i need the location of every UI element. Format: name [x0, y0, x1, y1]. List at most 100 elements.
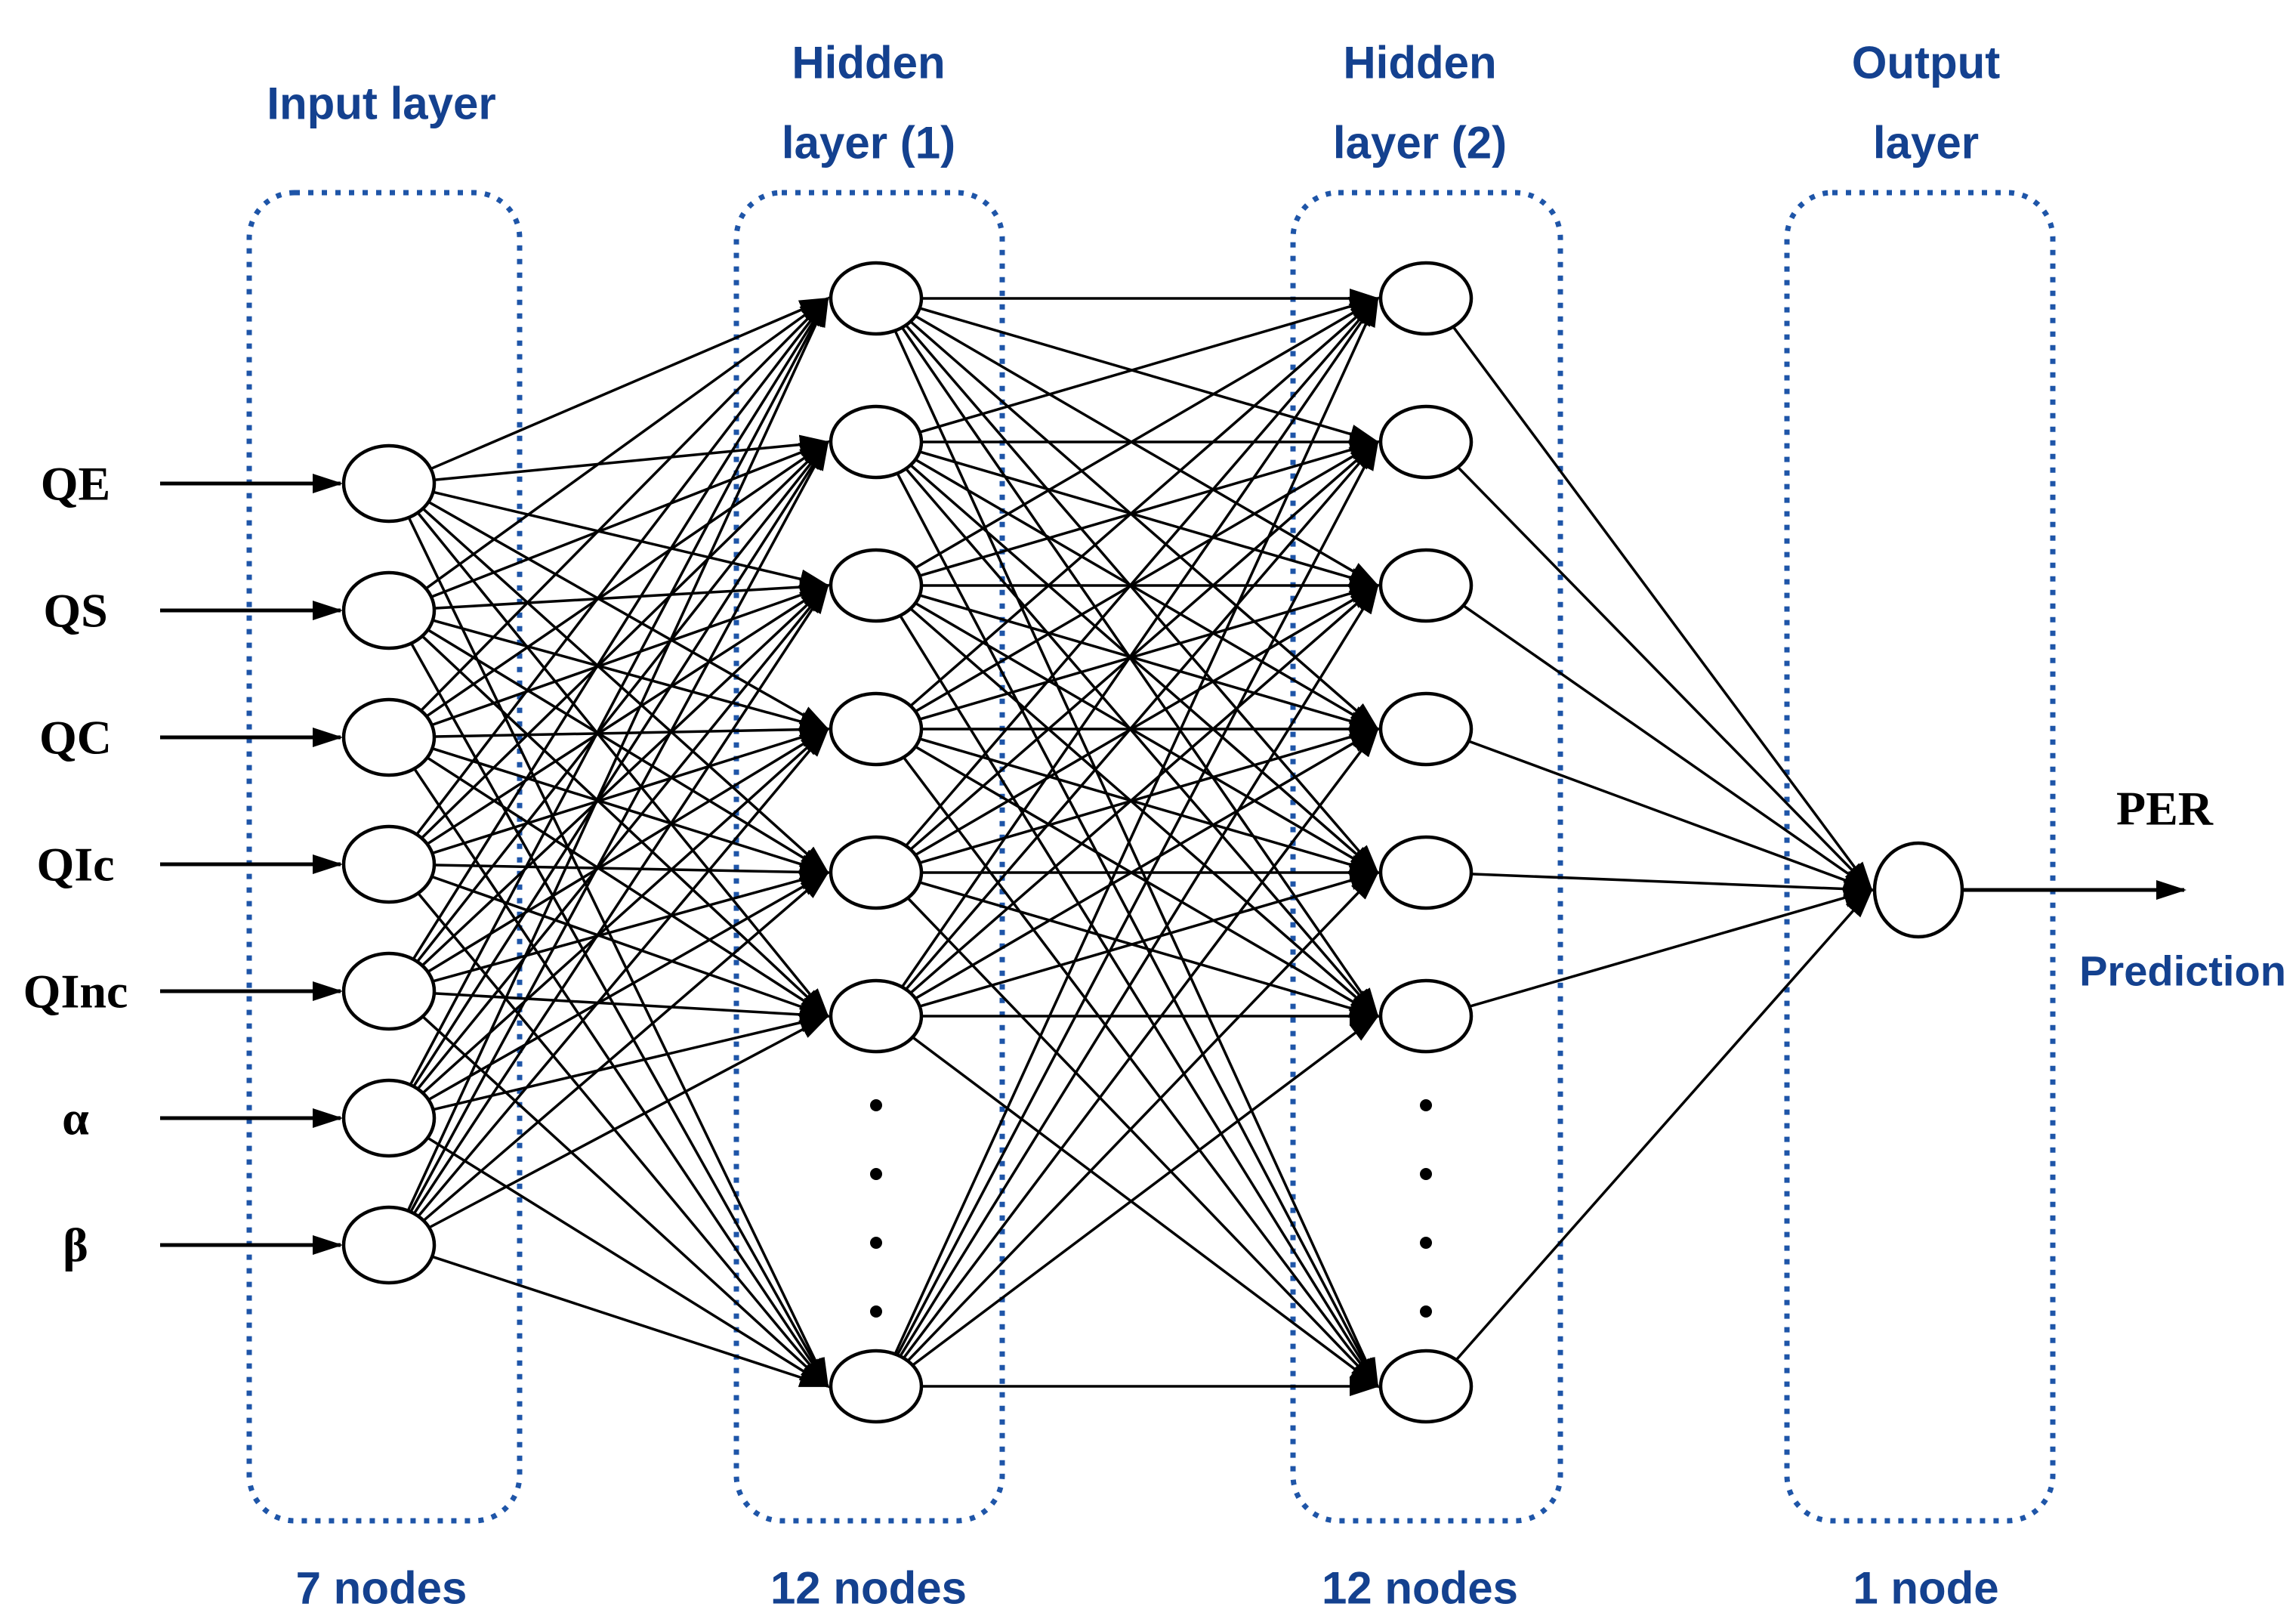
edge-l0n2-l1n3: [434, 719, 830, 740]
edge-l0n6-l1n6: [431, 1255, 830, 1388]
node-input-5: [341, 1078, 437, 1158]
edge-l1n3-l2n4: [919, 737, 1380, 875]
input-label-0: QE: [41, 457, 110, 511]
edge-l0n1-l1n2: [434, 577, 830, 610]
input-label-5: α: [62, 1092, 89, 1145]
node-hidden1-6: [829, 1349, 924, 1424]
edge-l1n6-l2n5: [912, 1015, 1380, 1367]
edge-l2n3-l3n0: [1467, 740, 1874, 891]
edge-l0n6-l1n3: [417, 727, 829, 1218]
edge-l1n5-l2n2: [909, 584, 1380, 994]
edge-l1n3-l2n0: [909, 297, 1380, 707]
edge-l2n5-l3n0: [1469, 888, 1874, 1008]
edge-l1n4-l2n0: [905, 296, 1379, 847]
edge-l0n5-l1n0: [409, 296, 829, 1086]
edge-l1n5-l2n1: [905, 440, 1379, 990]
edge-l0n3-l1n0: [415, 296, 829, 836]
edge-l2n2-l3n0: [1462, 604, 1874, 891]
layer-box-hidden2: [1290, 190, 1563, 1524]
node-hidden2-2: [1378, 548, 1474, 623]
edge-l1n0-l2n6: [893, 329, 1379, 1389]
output-label-per: PER: [2116, 782, 2214, 836]
ellipsis-dot-hidden1-0: [870, 1099, 882, 1111]
edge-l1n0-l2n2: [915, 314, 1380, 587]
edge-l0n3-l1n2: [426, 584, 830, 845]
edge-l1n6-l2n3: [903, 727, 1379, 1359]
edge-l0n4-l1n0: [412, 296, 829, 960]
node-input-2: [341, 697, 437, 777]
edge-l0n5-l1n3: [421, 727, 830, 1095]
edge-l1n0-l2n4: [905, 324, 1379, 875]
edge-l0n0-l1n0: [430, 297, 830, 471]
ellipsis-dot-hidden1-1: [870, 1168, 882, 1180]
edge-l1n4-l2n6: [906, 897, 1380, 1389]
node-hidden2-3: [1378, 691, 1474, 767]
edge-l0n3-l1n4: [434, 862, 830, 882]
edge-l1n1-l2n5: [905, 468, 1379, 1018]
edge-l0n6-l1n1: [409, 440, 829, 1213]
ellipsis-dot-hidden2-3: [1420, 1305, 1432, 1318]
node-hidden2-6: [1378, 1349, 1474, 1424]
count-label-output: 1 node: [1853, 1563, 1998, 1614]
edge-l2n1-l3n0: [1457, 466, 1874, 892]
edge-l0n2-l1n1: [425, 440, 830, 718]
ellipsis-dot-hidden1-2: [870, 1237, 882, 1249]
edge-l0n0-l1n2: [433, 490, 830, 589]
edge-l1n0-l2n1: [919, 307, 1380, 444]
node-hidden2-0: [1378, 261, 1474, 336]
node-hidden1-5: [829, 978, 924, 1054]
edge-l1n6-l2n1: [896, 440, 1379, 1356]
edge-l0n5-l1n2: [416, 583, 829, 1090]
layer-title-output: layer: [1873, 118, 1979, 168]
edge-l1n3-l2n2: [919, 583, 1380, 721]
edge-l0n1-l1n1: [430, 440, 830, 598]
edge-l1n5-l2n0: [900, 296, 1379, 988]
edge-l0n5-l1n1: [412, 440, 829, 1088]
edge-l0n5-l1n4: [427, 871, 830, 1101]
layer-title-input: Input layer: [267, 79, 495, 129]
edge-l1n1-l2n3: [915, 458, 1380, 731]
layer-title-hidden1: layer (1): [782, 118, 955, 168]
edge-l0n1-l1n5: [421, 635, 830, 1018]
edge-l0n4-l1n4: [432, 870, 830, 983]
input-label-6: β: [63, 1219, 88, 1272]
edge-l0n6-l1n5: [428, 1015, 830, 1229]
edge-l1n4-l2n5: [919, 881, 1380, 1018]
node-output-0: [1872, 841, 1964, 939]
edge-l0n4-l1n3: [427, 728, 830, 973]
edge-l1n2-l2n0: [915, 297, 1380, 570]
edge-l1n6-l2n2: [899, 583, 1379, 1358]
count-label-input: 7 nodes: [296, 1563, 468, 1614]
edge-l1n5-l2n3: [915, 728, 1380, 1000]
edge-l1n4-l2n3: [919, 727, 1380, 864]
node-hidden1-0: [829, 261, 924, 336]
connection-edges: [160, 289, 2186, 1396]
node-input-4: [341, 951, 437, 1031]
node-hidden2-4: [1378, 835, 1474, 910]
edge-l0n3-l1n3: [431, 728, 830, 854]
edge-l1n6-l2n0: [893, 296, 1379, 1355]
node-hidden2-1: [1378, 404, 1474, 480]
edge-l0n5-l1n5: [433, 1012, 830, 1111]
edge-l0n4-l1n6: [421, 1015, 830, 1389]
node-input-1: [341, 570, 437, 650]
edge-l1n1-l2n6: [896, 472, 1379, 1389]
edge-l1n4-l2n1: [909, 440, 1380, 851]
edge-l2n0-l3n0: [1452, 326, 1873, 892]
output-label-prediction: Prediction: [2079, 947, 2286, 995]
nodes: [341, 261, 1964, 1424]
input-label-1: QS: [43, 584, 107, 638]
edge-l1n1-l2n4: [909, 464, 1380, 874]
edge-l0n3-l1n5: [431, 875, 830, 1018]
edge-l0n3-l1n1: [421, 440, 830, 839]
layer-title-output: Output: [1852, 38, 2001, 88]
edge-l1n0-l2n3: [909, 320, 1380, 731]
ellipsis-dot-hidden2-1: [1420, 1168, 1432, 1180]
ellipsis-dot-hidden1-3: [870, 1305, 882, 1318]
node-input-3: [341, 824, 437, 904]
node-hidden1-2: [829, 548, 924, 623]
edge-l0n2-l1n0: [420, 296, 830, 712]
